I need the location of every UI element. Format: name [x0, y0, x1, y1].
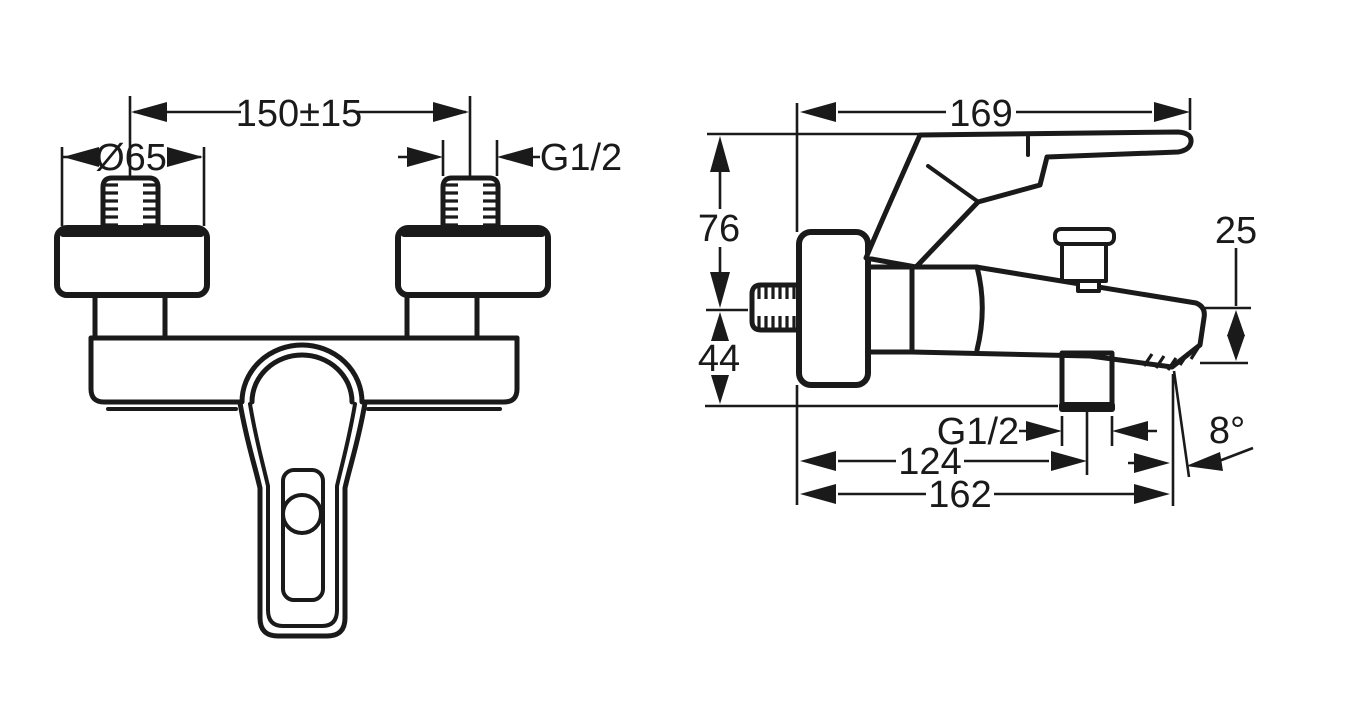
- front-left-inlet-nipple: [100, 175, 161, 232]
- front-lever-inlay: [281, 468, 325, 602]
- front-lever-inner: [248, 402, 357, 628]
- side-cartridge-curve: [974, 264, 985, 353]
- height-above-inlet-label: 76: [698, 208, 740, 250]
- side-inlet-thread: [749, 282, 803, 333]
- dim-spout-tip-depth: 162: [800, 474, 1170, 516]
- front-lever-outer: [237, 400, 368, 639]
- side-handle-lever: [863, 129, 1194, 270]
- front-right-flange-top-edge: [401, 227, 545, 237]
- front-lever-button: [281, 493, 323, 535]
- front-right-inlet-nipple: [440, 175, 501, 232]
- dim-outlet-center-depth: 124: [800, 441, 1087, 483]
- front-left-flange-top-edge: [60, 227, 204, 237]
- spout-tip-depth-label: 162: [928, 474, 991, 516]
- dim-outlet-thread: G1/2: [937, 411, 1157, 453]
- front-body: [88, 335, 520, 411]
- side-wall-flange: [796, 229, 871, 388]
- dim-inlet-thread: G1/2: [398, 137, 622, 179]
- front-left-neck: [92, 292, 168, 339]
- spout-aerator-hatch: [1142, 347, 1200, 371]
- outlet-center-depth-label: 124: [898, 441, 961, 483]
- outlet-thread-label: G1/2: [937, 411, 1019, 453]
- front-view: 150±15 Ø65 G1/2: [54, 93, 622, 639]
- side-body-spout: [865, 264, 1207, 371]
- side-shower-outlet: [1059, 350, 1115, 412]
- spout-angle-label: 8°: [1209, 410, 1245, 452]
- front-handle-lever: [237, 342, 368, 639]
- side-handle-crease: [926, 164, 979, 203]
- flange-diameter-label: Ø65: [95, 137, 167, 179]
- front-right-neck: [404, 292, 480, 339]
- side-diverter-knob: [1053, 227, 1116, 293]
- dim-mount-spacing: 150±15: [131, 93, 469, 135]
- front-handle-dome-outer: [239, 342, 365, 405]
- dim-flange-diameter: Ø65: [63, 137, 203, 179]
- inlet-thread-label: G1/2: [540, 137, 622, 179]
- dim-height-below-inlet: 44: [698, 312, 740, 404]
- front-left-flange: [54, 225, 210, 298]
- height-below-inlet-label: 44: [698, 338, 740, 380]
- spout-end-height-label: 25: [1215, 210, 1257, 252]
- dim-spout-angle: 8°: [1128, 410, 1254, 473]
- dim-spout-end-height: 25: [1215, 210, 1257, 361]
- front-right-flange: [395, 225, 551, 298]
- front-extension-lines: [60, 96, 499, 226]
- total-depth-label: 169: [949, 93, 1012, 135]
- dim-total-depth: 169: [800, 93, 1190, 135]
- dim-height-above-inlet: 76: [698, 136, 740, 308]
- mount-spacing-label: 150±15: [236, 93, 363, 135]
- side-view: 169 76 44 25 G1/2: [698, 93, 1257, 516]
- front-handle-dome-inner: [249, 352, 355, 405]
